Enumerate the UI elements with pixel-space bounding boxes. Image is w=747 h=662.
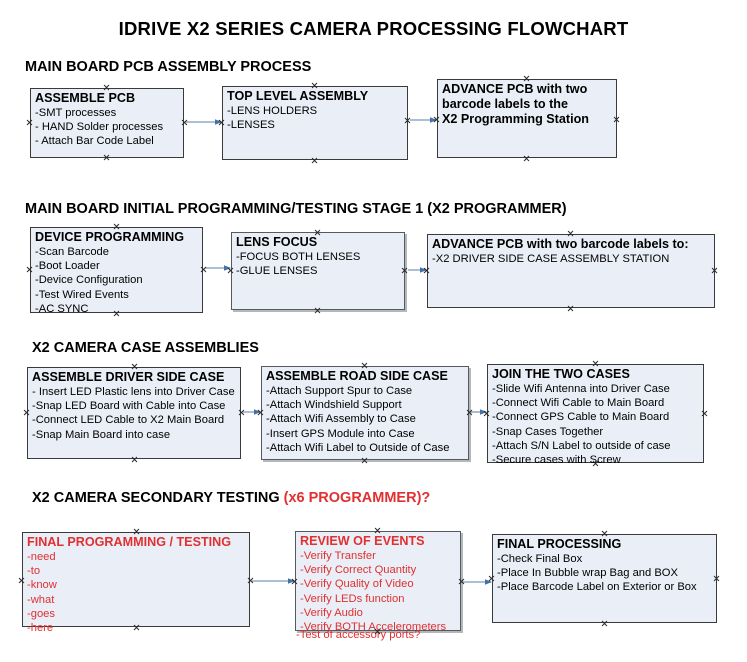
node-title-line3: X2 Programming Station — [442, 112, 589, 126]
node-title: DEVICE PROGRAMMING — [35, 230, 185, 244]
node-line: -Place In Bubble wrap Bag and BOX — [497, 567, 678, 580]
node-title: ASSEMBLE DRIVER SIDE CASE — [32, 370, 225, 384]
node-title: FINAL PROGRAMMING / TESTING — [27, 535, 232, 549]
node-line: -Test Wired Events — [35, 288, 129, 301]
node-line: -Verify Quality of Video — [300, 578, 414, 591]
node-line: -Check Final Box — [497, 553, 583, 565]
node-line: -Place Barcode Label on Exterior or Box — [497, 581, 697, 594]
node-line: -Verify LEDs function — [300, 592, 405, 605]
node-line: -Scan Barcode — [35, 246, 110, 258]
node-assemble-driver-side-case[interactable]: ASSEMBLE DRIVER SIDE CASE - Insert LED P… — [27, 367, 241, 459]
node-line: - Insert LED Plastic lens into Driver Ca… — [32, 386, 235, 398]
node-title-line2: barcode labels to the — [442, 97, 568, 111]
node-line: -LENS HOLDERS — [227, 105, 318, 117]
node-line: -SMT processes — [35, 107, 117, 119]
node-line: -Snap LED Board with Cable into Case — [32, 400, 226, 413]
node-advance-pcb-driver-side[interactable]: ADVANCE PCB with two barcode labels to: … — [427, 234, 715, 308]
node-title: ASSEMBLE ROAD SIDE CASE — [266, 369, 448, 383]
section-heading-2-text: MAIN BOARD INITIAL PROGRAMMING/TESTING S… — [25, 201, 567, 217]
page-title: IDRIVE X2 SERIES CAMERA PROCESSING FLOWC… — [118, 18, 629, 39]
node-assemble-pcb[interactable]: ASSEMBLE PCB -SMT processes - HAND Solde… — [30, 88, 184, 158]
node-line: -Verify Correct Quantity — [300, 564, 417, 577]
node-review-of-events[interactable]: REVIEW OF EVENTS -Verify Transfer -Verif… — [295, 531, 461, 634]
node-line: -Snap Main Board into case — [32, 428, 171, 441]
node-line: -Connect LED Cable to X2 Main Board — [32, 414, 225, 427]
node-title: REVIEW OF EVENTS — [300, 534, 425, 548]
node-line: -Verify BOTH Accelerometers — [300, 621, 447, 634]
node-title: ADVANCE PCB with two — [442, 82, 588, 96]
node-line: -need — [27, 551, 56, 563]
section-heading-3: X2 CAMERA CASE ASSEMBLIES — [32, 340, 259, 356]
node-assemble-road-side-case[interactable]: ASSEMBLE ROAD SIDE CASE -Attach Support … — [261, 366, 469, 460]
node-line: - HAND Solder processes — [35, 121, 164, 134]
node-title: FINAL PROCESSING — [497, 537, 622, 551]
node-line: -Attach Support Spur to Case — [266, 385, 413, 397]
node-line: -AC SYNC — [35, 302, 89, 315]
node-title: TOP LEVEL ASSEMBLY — [227, 89, 369, 103]
node-line: -FOCUS BOTH LENSES — [236, 251, 361, 263]
section-heading-4-accent: (x6 PROGRAMMER)? — [283, 490, 431, 506]
node-line: -Secure cases with Screw — [492, 454, 621, 467]
node-line: -Connect GPS Cable to Main Board — [492, 411, 670, 424]
node-line: -goes — [27, 607, 55, 620]
node-line: -Verify Transfer — [300, 550, 376, 562]
node-lens-focus[interactable]: LENS FOCUS -FOCUS BOTH LENSES -GLUE LENS… — [231, 232, 405, 310]
node-line: -Attach S/N Label to outside of case — [492, 439, 671, 452]
node-line: -Slide Wifi Antenna into Driver Case — [492, 383, 670, 395]
node-line: -X2 DRIVER SIDE CASE ASSEMBLY STATION — [432, 253, 670, 265]
node-review-of-events-overflow-line: -Test of accessory ports? — [296, 629, 421, 641]
node-top-level-assembly[interactable]: TOP LEVEL ASSEMBLY -LENS HOLDERS -LENSES — [222, 86, 408, 160]
node-title: ASSEMBLE PCB — [35, 91, 136, 105]
node-line: -here — [27, 622, 54, 635]
node-line: -Insert GPS Module into Case — [266, 427, 415, 440]
node-title: LENS FOCUS — [236, 235, 318, 249]
node-line: -what — [27, 593, 55, 606]
node-line: -Verify Audio — [300, 606, 363, 619]
node-line: -Boot Loader — [35, 260, 100, 273]
node-line: -know — [27, 579, 57, 592]
node-line: - Attach Bar Code Label — [35, 135, 154, 148]
node-line: -Attach Windshield Support — [266, 399, 402, 412]
section-heading-2: MAIN BOARD INITIAL PROGRAMMING/TESTING S… — [25, 201, 567, 217]
node-line: -LENSES — [227, 119, 275, 132]
section-heading-1: MAIN BOARD PCB ASSEMBLY PROCESS — [25, 59, 311, 75]
node-line: -Attach Wifi Assembly to Case — [266, 413, 416, 426]
node-line: -Attach Wifi Label to Outside of Case — [266, 441, 450, 454]
section-heading-3-text: X2 CAMERA CASE ASSEMBLIES — [32, 340, 259, 356]
node-final-programming-testing[interactable]: FINAL PROGRAMMING / TESTING -need -to -k… — [22, 532, 250, 634]
node-line: -to — [27, 565, 41, 578]
section-heading-4: X2 CAMERA SECONDARY TESTING (x6 PROGRAMM… — [32, 490, 430, 506]
node-line: -GLUE LENSES — [236, 265, 318, 278]
node-title: ADVANCE PCB with two barcode labels to: — [432, 237, 689, 251]
node-line: -Connect Wifi Cable to Main Board — [492, 397, 665, 410]
node-title: JOIN THE TWO CASES — [492, 367, 630, 381]
node-advance-pcb-x2-station[interactable]: ADVANCE PCB with two barcode labels to t… — [437, 79, 617, 158]
node-line: -Device Configuration — [35, 274, 143, 287]
node-final-processing[interactable]: FINAL PROCESSING -Check Final Box -Place… — [492, 534, 717, 623]
section-heading-4-text: X2 CAMERA SECONDARY TESTING — [32, 490, 284, 506]
node-device-programming[interactable]: DEVICE PROGRAMMING -Scan Barcode -Boot L… — [30, 227, 203, 315]
node-join-the-two-cases[interactable]: JOIN THE TWO CASES -Slide Wifi Antenna i… — [487, 364, 704, 466]
node-line: -Snap Cases Together — [492, 425, 604, 438]
section-heading-1-text: MAIN BOARD PCB ASSEMBLY PROCESS — [25, 59, 312, 75]
